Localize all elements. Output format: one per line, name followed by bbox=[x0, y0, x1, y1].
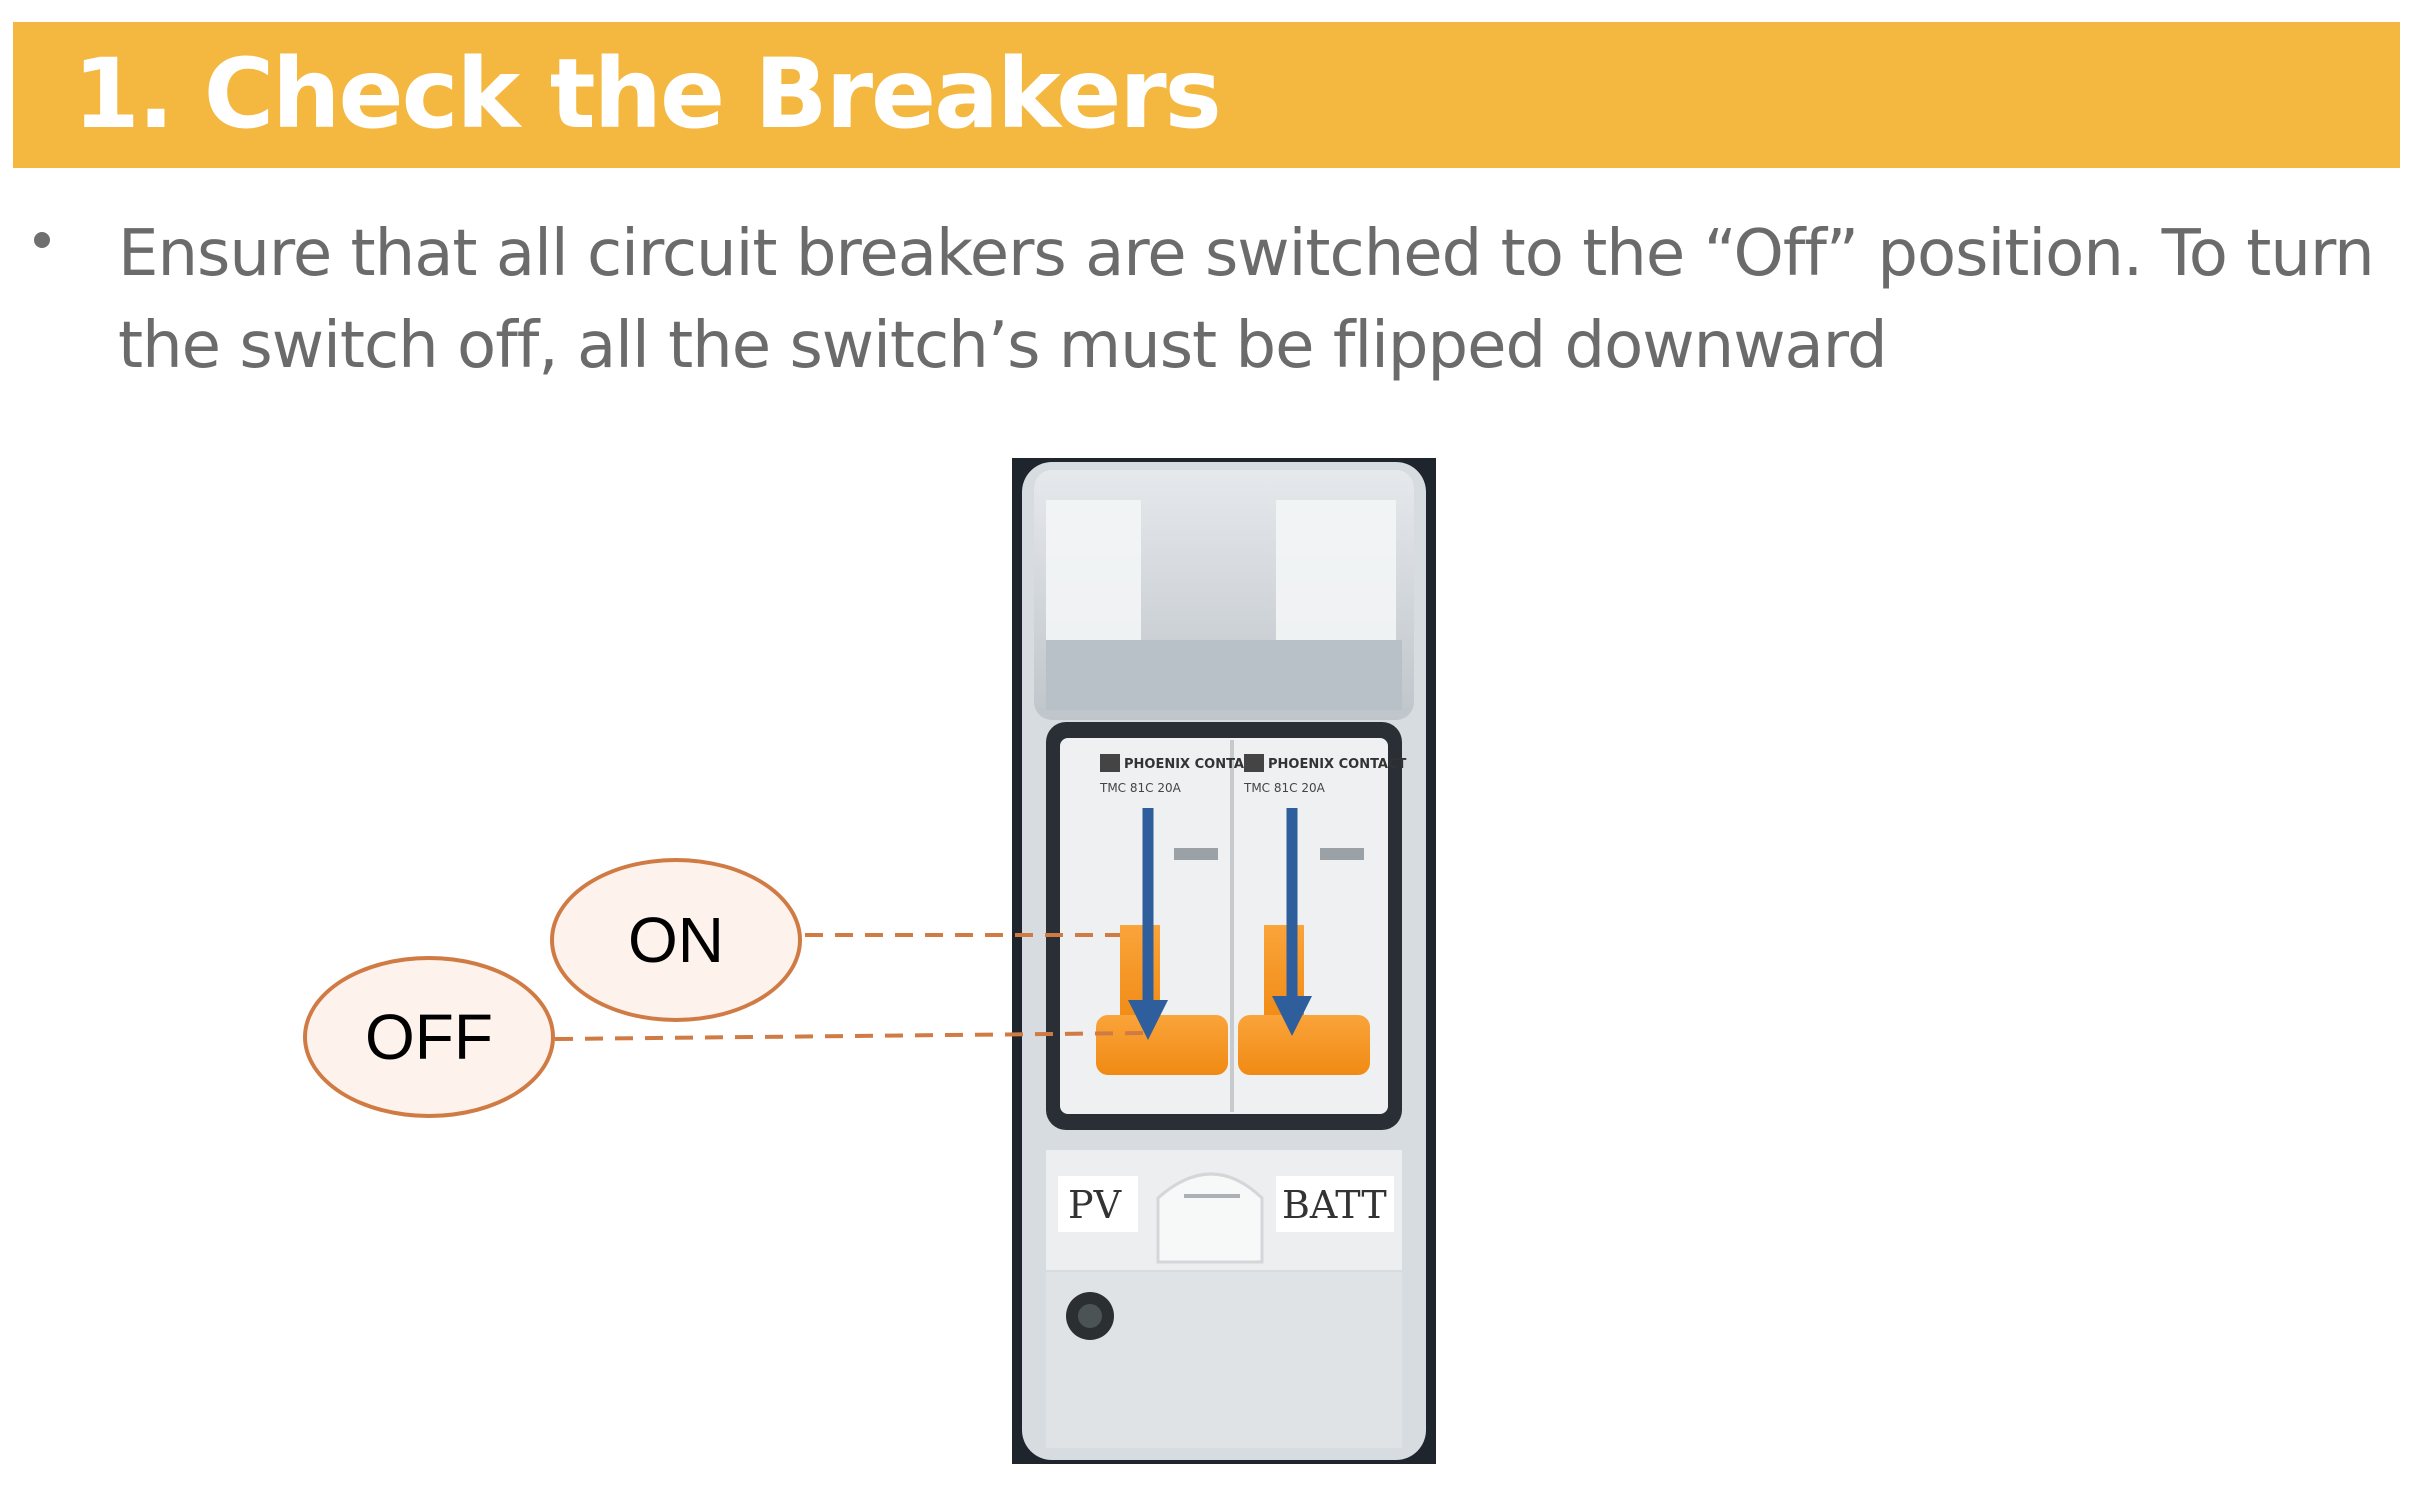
off-leader-line bbox=[554, 1031, 1149, 1041]
instruction-text: Ensure that all circuit breakers are swi… bbox=[118, 217, 2375, 383]
label-pv: PV bbox=[1068, 1183, 1122, 1227]
cover-highlight-right bbox=[1276, 500, 1396, 640]
indicator-window-left bbox=[1174, 848, 1218, 860]
down-arrow-right-icon bbox=[1272, 996, 1312, 1036]
off-callout: OFF bbox=[303, 956, 555, 1118]
on-callout: ON bbox=[550, 858, 802, 1022]
on-label: ON bbox=[628, 904, 724, 976]
off-label: OFF bbox=[365, 1001, 493, 1073]
section-title: 1. Check the Breakers bbox=[73, 38, 1222, 150]
cover-hinge bbox=[1046, 640, 1402, 710]
brand-logo-left-icon bbox=[1100, 754, 1120, 772]
brand-text-left: PHOENIX CONTACT bbox=[1124, 757, 1263, 772]
bullet-dot-icon bbox=[34, 232, 50, 248]
cover-highlight-left bbox=[1046, 500, 1141, 640]
section-header: 1. Check the Breakers bbox=[13, 22, 2400, 168]
breaker-toggle-right[interactable] bbox=[1238, 1015, 1370, 1075]
breaker-model-left: TMC 81C 20A bbox=[1099, 781, 1182, 795]
breaker-toggle-left[interactable] bbox=[1096, 1015, 1228, 1075]
indicator-light-lens bbox=[1078, 1304, 1102, 1328]
latch bbox=[1156, 1172, 1264, 1264]
down-arrow-left-icon bbox=[1128, 1000, 1168, 1040]
brand-logo-right-icon bbox=[1244, 754, 1264, 772]
breaker-model-right: TMC 81C 20A bbox=[1243, 781, 1326, 795]
indicator-window-right bbox=[1320, 848, 1364, 860]
label-batt: BATT bbox=[1282, 1183, 1387, 1227]
label-tag-left bbox=[1058, 1176, 1138, 1232]
label-tag-right bbox=[1276, 1176, 1394, 1232]
brand-text-right: PHOENIX CONTACT bbox=[1268, 757, 1407, 772]
